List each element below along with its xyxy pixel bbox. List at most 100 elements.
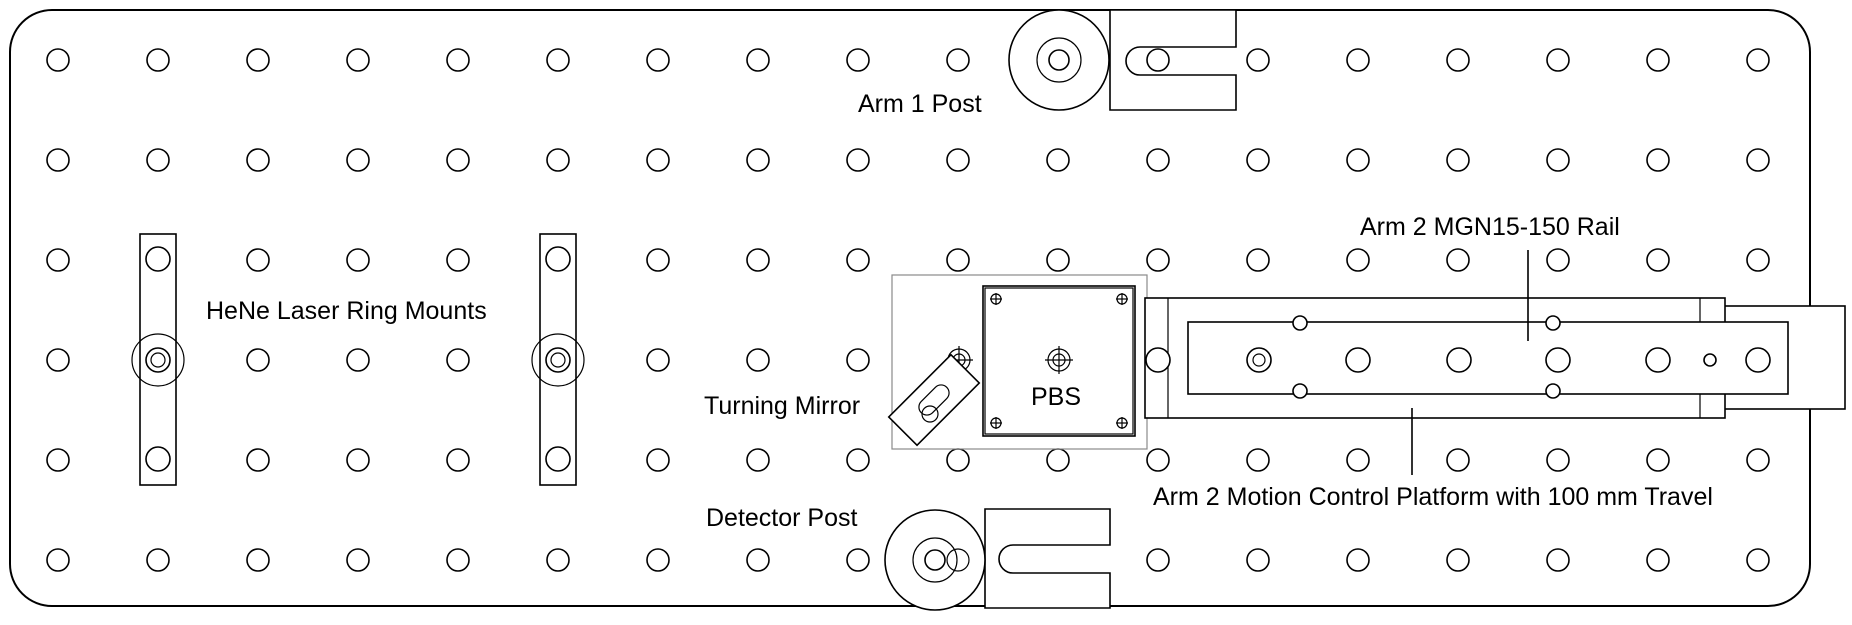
mounting-hole <box>46 348 70 372</box>
mounting-hole <box>1046 148 1070 172</box>
pbs-mount <box>982 285 1136 437</box>
mounting-hole <box>1546 48 1570 72</box>
mounting-hole <box>746 548 770 572</box>
mounting-hole <box>246 348 270 372</box>
mounting-hole <box>1646 148 1670 172</box>
mounting-hole <box>846 148 870 172</box>
mounting-hole <box>1346 548 1370 572</box>
mounting-hole <box>846 48 870 72</box>
mounting-hole <box>846 348 870 372</box>
mounting-hole <box>346 548 370 572</box>
label-arm2-motion-platform: Arm 2 Motion Control Platform with 100 m… <box>1153 483 1713 511</box>
label-detector-post: Detector Post <box>706 504 858 532</box>
mounting-hole <box>1246 148 1270 172</box>
turning-mirror-mount <box>887 346 981 447</box>
mounting-hole <box>1546 148 1570 172</box>
mounting-hole <box>246 548 270 572</box>
mounting-hole <box>746 248 770 272</box>
mounting-hole <box>1746 148 1770 172</box>
mounting-hole <box>246 448 270 472</box>
mounting-hole <box>1646 548 1670 572</box>
mounting-hole <box>1746 248 1770 272</box>
mounting-hole <box>746 448 770 472</box>
mounting-hole <box>746 348 770 372</box>
mounting-hole <box>446 348 470 372</box>
mounting-hole <box>946 448 970 472</box>
mounting-hole <box>346 248 370 272</box>
mounting-hole <box>646 348 670 372</box>
arm1-post <box>1008 9 1237 111</box>
mounting-hole <box>46 548 70 572</box>
mounting-hole <box>346 448 370 472</box>
mounting-hole <box>246 248 270 272</box>
label-arm1-post: Arm 1 Post <box>858 90 982 118</box>
mounting-hole <box>1446 48 1470 72</box>
label-arm2-rail: Arm 2 MGN15-150 Rail <box>1360 213 1620 241</box>
mounting-hole <box>346 48 370 72</box>
mounting-hole <box>46 448 70 472</box>
mounting-hole <box>946 48 970 72</box>
mounting-hole <box>1146 448 1170 472</box>
mounting-hole <box>846 448 870 472</box>
mounting-hole <box>1746 448 1770 472</box>
mounting-hole <box>1146 48 1170 72</box>
label-pbs: PBS <box>1031 383 1081 411</box>
mounting-hole <box>646 248 670 272</box>
mounting-hole <box>1346 248 1370 272</box>
mounting-hole <box>1146 548 1170 572</box>
mounting-hole <box>1246 448 1270 472</box>
mounting-hole <box>1146 148 1170 172</box>
mounting-hole <box>746 148 770 172</box>
label-turning-mirror: Turning Mirror <box>704 392 860 420</box>
hene-ring-mount-right <box>531 233 585 486</box>
mounting-hole <box>646 148 670 172</box>
label-hene-laser-ring-mounts: HeNe Laser Ring Mounts <box>206 297 487 325</box>
arm2-rail-assembly <box>1144 297 1846 419</box>
mounting-hole <box>1646 248 1670 272</box>
mounting-hole <box>146 148 170 172</box>
mounting-hole <box>1746 48 1770 72</box>
mounting-hole <box>1546 448 1570 472</box>
mounting-hole <box>246 48 270 72</box>
mounting-hole <box>1546 248 1570 272</box>
mounting-hole <box>646 48 670 72</box>
mounting-hole <box>1446 448 1470 472</box>
mounting-hole <box>46 248 70 272</box>
mounting-hole <box>546 148 570 172</box>
mounting-hole-grid <box>46 48 1770 572</box>
mounting-hole <box>446 48 470 72</box>
mounting-hole <box>1446 548 1470 572</box>
mounting-hole <box>1746 548 1770 572</box>
mounting-hole <box>846 548 870 572</box>
mounting-hole <box>546 548 570 572</box>
mounting-hole <box>1346 148 1370 172</box>
mounting-hole <box>1146 248 1170 272</box>
mounting-hole <box>946 248 970 272</box>
mounting-hole <box>1446 148 1470 172</box>
mounting-hole <box>646 548 670 572</box>
hene-ring-mount-left <box>131 233 185 486</box>
mgn15-rail <box>1187 321 1789 395</box>
mounting-hole <box>446 448 470 472</box>
mounting-hole <box>446 248 470 272</box>
mounting-hole <box>446 548 470 572</box>
mounting-hole <box>1346 448 1370 472</box>
mounting-hole <box>1346 48 1370 72</box>
mounting-hole <box>946 148 970 172</box>
mounting-hole <box>1646 48 1670 72</box>
mounting-hole <box>1246 248 1270 272</box>
optics-assembly <box>887 274 1148 450</box>
mounting-hole <box>146 48 170 72</box>
mounting-hole <box>446 148 470 172</box>
mounting-hole <box>646 448 670 472</box>
mounting-hole <box>246 148 270 172</box>
mounting-hole <box>1046 248 1070 272</box>
mounting-hole <box>1646 448 1670 472</box>
mounting-hole <box>1446 248 1470 272</box>
mounting-hole <box>46 148 70 172</box>
mounting-hole <box>1546 548 1570 572</box>
mounting-hole <box>1246 48 1270 72</box>
mounting-hole <box>346 348 370 372</box>
mounting-hole <box>146 548 170 572</box>
mounting-hole <box>746 48 770 72</box>
